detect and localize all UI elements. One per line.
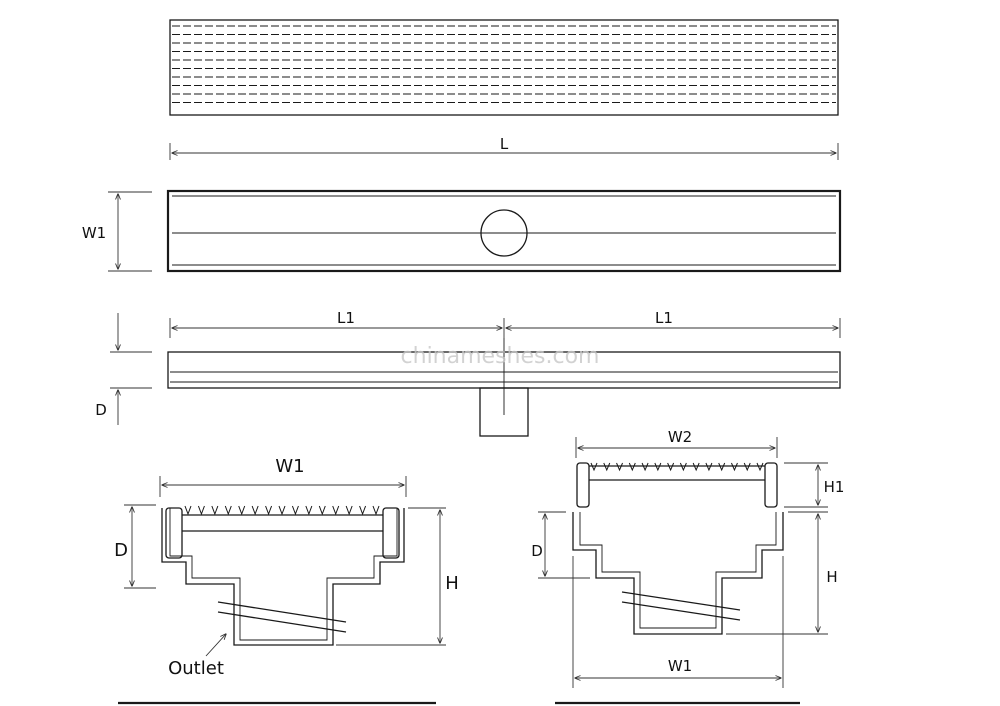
section-b-width-label: W1 [668, 657, 692, 675]
section-b-width-top-dim: W2 [575, 428, 778, 458]
grate-tooth [731, 462, 738, 472]
grate-tooth [372, 505, 380, 516]
section-a-grate-teeth [184, 505, 380, 516]
channel-plan-view [166, 189, 842, 273]
grate-tooth [332, 505, 340, 516]
grate-tooth [184, 505, 192, 516]
grate-tooth [641, 462, 649, 472]
grate-tooth [654, 462, 662, 472]
grate-tooth [318, 505, 326, 516]
grate-tooth [211, 505, 219, 516]
grate-slot-pattern [172, 25, 836, 104]
dimension-depth-side: D [95, 313, 152, 425]
grate-tooth [238, 505, 246, 516]
half-length-right-label: L1 [655, 309, 673, 327]
section-a-width-dim: W1 [159, 456, 407, 497]
length-label: L [500, 135, 509, 153]
grate-tooth [345, 505, 353, 516]
grate-tooth [628, 462, 636, 472]
section-b-grate-height-label: H1 [824, 478, 845, 496]
section-b-grate-teeth [590, 462, 764, 472]
grate-tooth [692, 462, 700, 472]
grate-tooth [224, 505, 232, 516]
depth-side-label: D [95, 401, 107, 419]
grate-tooth [305, 505, 313, 516]
channel-side-view [167, 338, 841, 437]
grate-tooth [679, 462, 687, 472]
grate-tooth [265, 505, 273, 516]
grate-tooth [359, 505, 367, 516]
grate-tooth [291, 505, 299, 516]
section-b-depth-label: D [531, 542, 543, 560]
grate-tooth [616, 462, 623, 472]
grate-top-view [169, 19, 839, 116]
grate-tooth [603, 462, 611, 472]
section-a-depth-label: D [114, 540, 128, 561]
grate-tooth [278, 505, 286, 516]
width-plan-label: W1 [82, 224, 106, 242]
grate-tooth [590, 462, 598, 472]
grate-tooth [251, 505, 259, 516]
section-a-height-label: H [445, 573, 459, 594]
section-a-view: W1 Outlet D H [114, 456, 459, 705]
grate-tooth [718, 462, 726, 472]
section-a-outlet-label: Outlet [168, 658, 224, 679]
dimension-half-lengths: L1 L1 [169, 309, 841, 338]
dimension-length: L [169, 135, 839, 160]
watermark: chinameshes.com [401, 344, 600, 369]
section-b-view: W2 H1 D H W1 [531, 428, 845, 705]
section-b-grate-width-label: W2 [668, 428, 692, 446]
section-a-width-label: W1 [275, 456, 304, 477]
dimension-width-plan: W1 [82, 191, 152, 272]
grate-tooth [743, 462, 751, 472]
drain-outlet-circle [480, 209, 528, 257]
section-b-height-label: H [826, 568, 837, 586]
grate-tooth [197, 505, 205, 516]
grate-tooth [756, 462, 764, 472]
grate-tooth [705, 462, 713, 472]
half-length-left-label: L1 [337, 309, 355, 327]
grate-tooth [667, 462, 675, 472]
